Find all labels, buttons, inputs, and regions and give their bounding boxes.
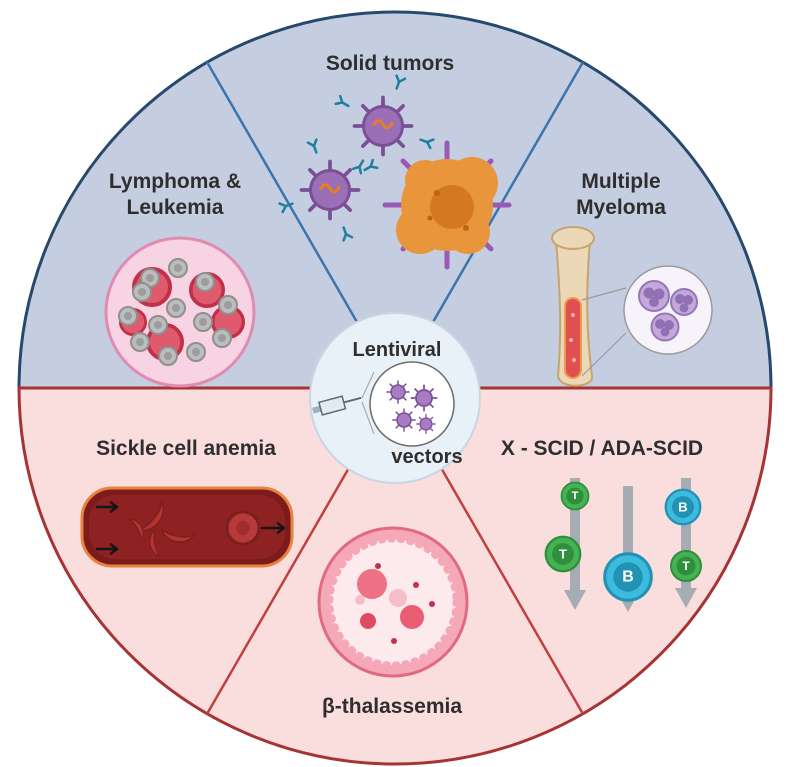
center-title-line2: vectors bbox=[391, 446, 462, 468]
beta-thalassemia-illustration bbox=[317, 526, 469, 678]
tumor-cell-icon bbox=[382, 140, 512, 270]
syringe-icon bbox=[312, 395, 362, 416]
scid-illustration: T T B B T bbox=[544, 478, 702, 612]
flow-arrows-icon bbox=[95, 501, 286, 555]
label-myeloma-line1: Multiple bbox=[581, 170, 660, 193]
bone-marrow-icon bbox=[564, 297, 582, 379]
t-cell-label: T bbox=[559, 547, 567, 562]
t-cell-label: T bbox=[572, 490, 579, 502]
label-beta-thalassemia: β-thalassemia bbox=[322, 695, 462, 718]
b-cell-label: B bbox=[678, 500, 687, 515]
lymphoma-leukemia-illustration bbox=[104, 236, 256, 388]
label-sickle-cell: Sickle cell anemia bbox=[96, 437, 276, 460]
solid-tumors-illustration bbox=[278, 74, 512, 270]
t-cell-label: T bbox=[682, 559, 690, 573]
multiple-myeloma-illustration bbox=[551, 226, 713, 387]
center-title-line1: Lentiviral bbox=[353, 339, 442, 361]
label-myeloma-line2: Myeloma bbox=[576, 196, 666, 219]
vector-vial-icon bbox=[369, 361, 455, 447]
b-cell-label: B bbox=[622, 569, 634, 586]
label-lymphoma-line2: Leukemia bbox=[127, 196, 224, 219]
label-solid-tumors: Solid tumors bbox=[326, 52, 454, 75]
label-scid: X - SCID / ADA-SCID bbox=[501, 437, 703, 460]
label-lymphoma-line1: Lymphoma & bbox=[109, 170, 241, 193]
center-hub: Lentiviral vectors bbox=[309, 312, 481, 484]
sickle-cell-illustration bbox=[80, 486, 294, 568]
